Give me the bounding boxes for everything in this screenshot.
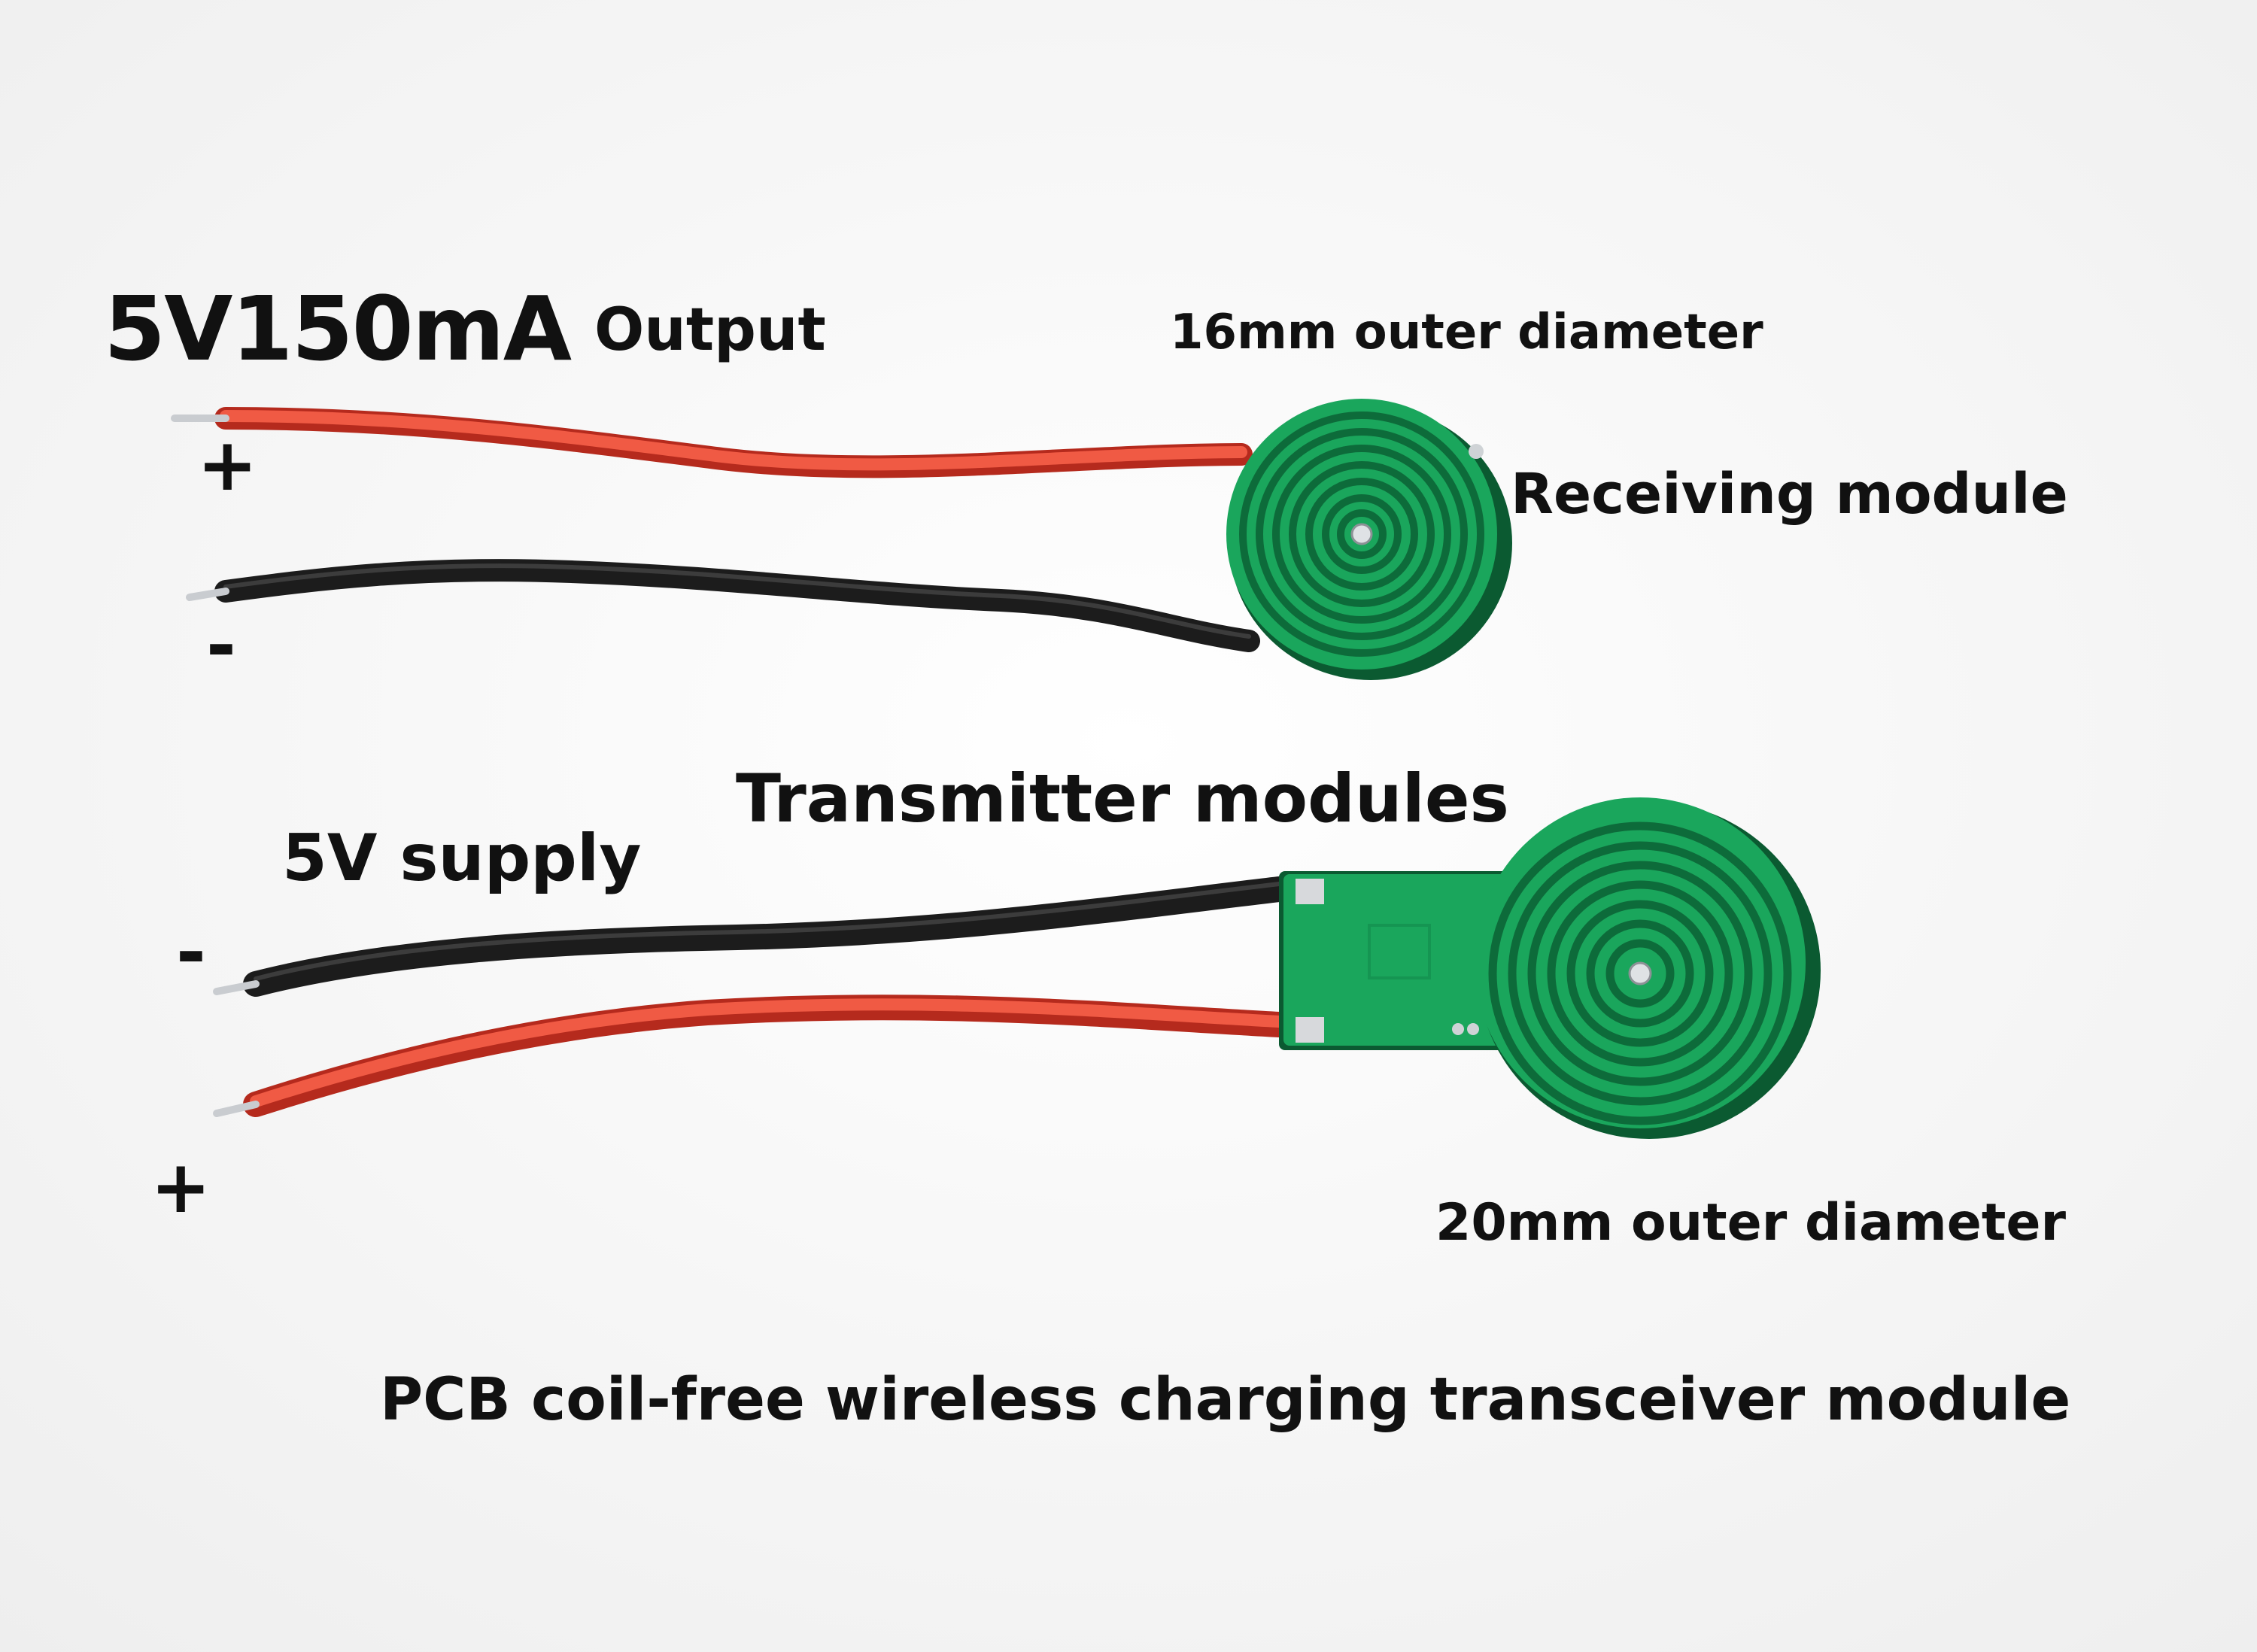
receiver-plus-sign: + xyxy=(197,423,258,507)
transmitter-supply-label: 5V supply xyxy=(282,821,642,896)
receiver-center-pad xyxy=(1350,523,1373,545)
receiver-black-wire xyxy=(214,559,1260,652)
output-label: Output xyxy=(594,296,826,364)
transmitter-assembly xyxy=(213,797,1821,1139)
transmitter-spiral-trace xyxy=(1488,821,1792,1125)
receiver-minus-lead xyxy=(186,588,229,601)
transmitter-modules-label: Transmitter modules xyxy=(736,760,1509,837)
transmitter-pad-minus xyxy=(1296,879,1324,904)
caption: PCB coil-free wireless charging transcei… xyxy=(380,1366,2071,1434)
transmitter-minus-sign: - xyxy=(176,910,206,995)
receiver-spiral-trace xyxy=(1239,411,1484,657)
transmitter-pad-plus xyxy=(1296,1017,1324,1043)
transmitter-center-pad xyxy=(1628,961,1652,985)
receiver-assembly xyxy=(171,399,1512,680)
output-value-label: 5V150mA xyxy=(104,277,572,381)
transmitter-plus-lead xyxy=(213,1101,260,1117)
transmitter-black-wire xyxy=(243,876,1292,997)
transmitter-diameter-label: 20mm outer diameter xyxy=(1435,1193,2066,1253)
receiver-module-label: Receiving module xyxy=(1511,462,2068,527)
receiver-diameter-label: 16mm outer diameter xyxy=(1170,305,1763,360)
transmitter-plus-sign: + xyxy=(150,1145,211,1229)
transmitter-minus-lead xyxy=(213,980,260,995)
receiver-minus-sign: - xyxy=(206,603,236,688)
